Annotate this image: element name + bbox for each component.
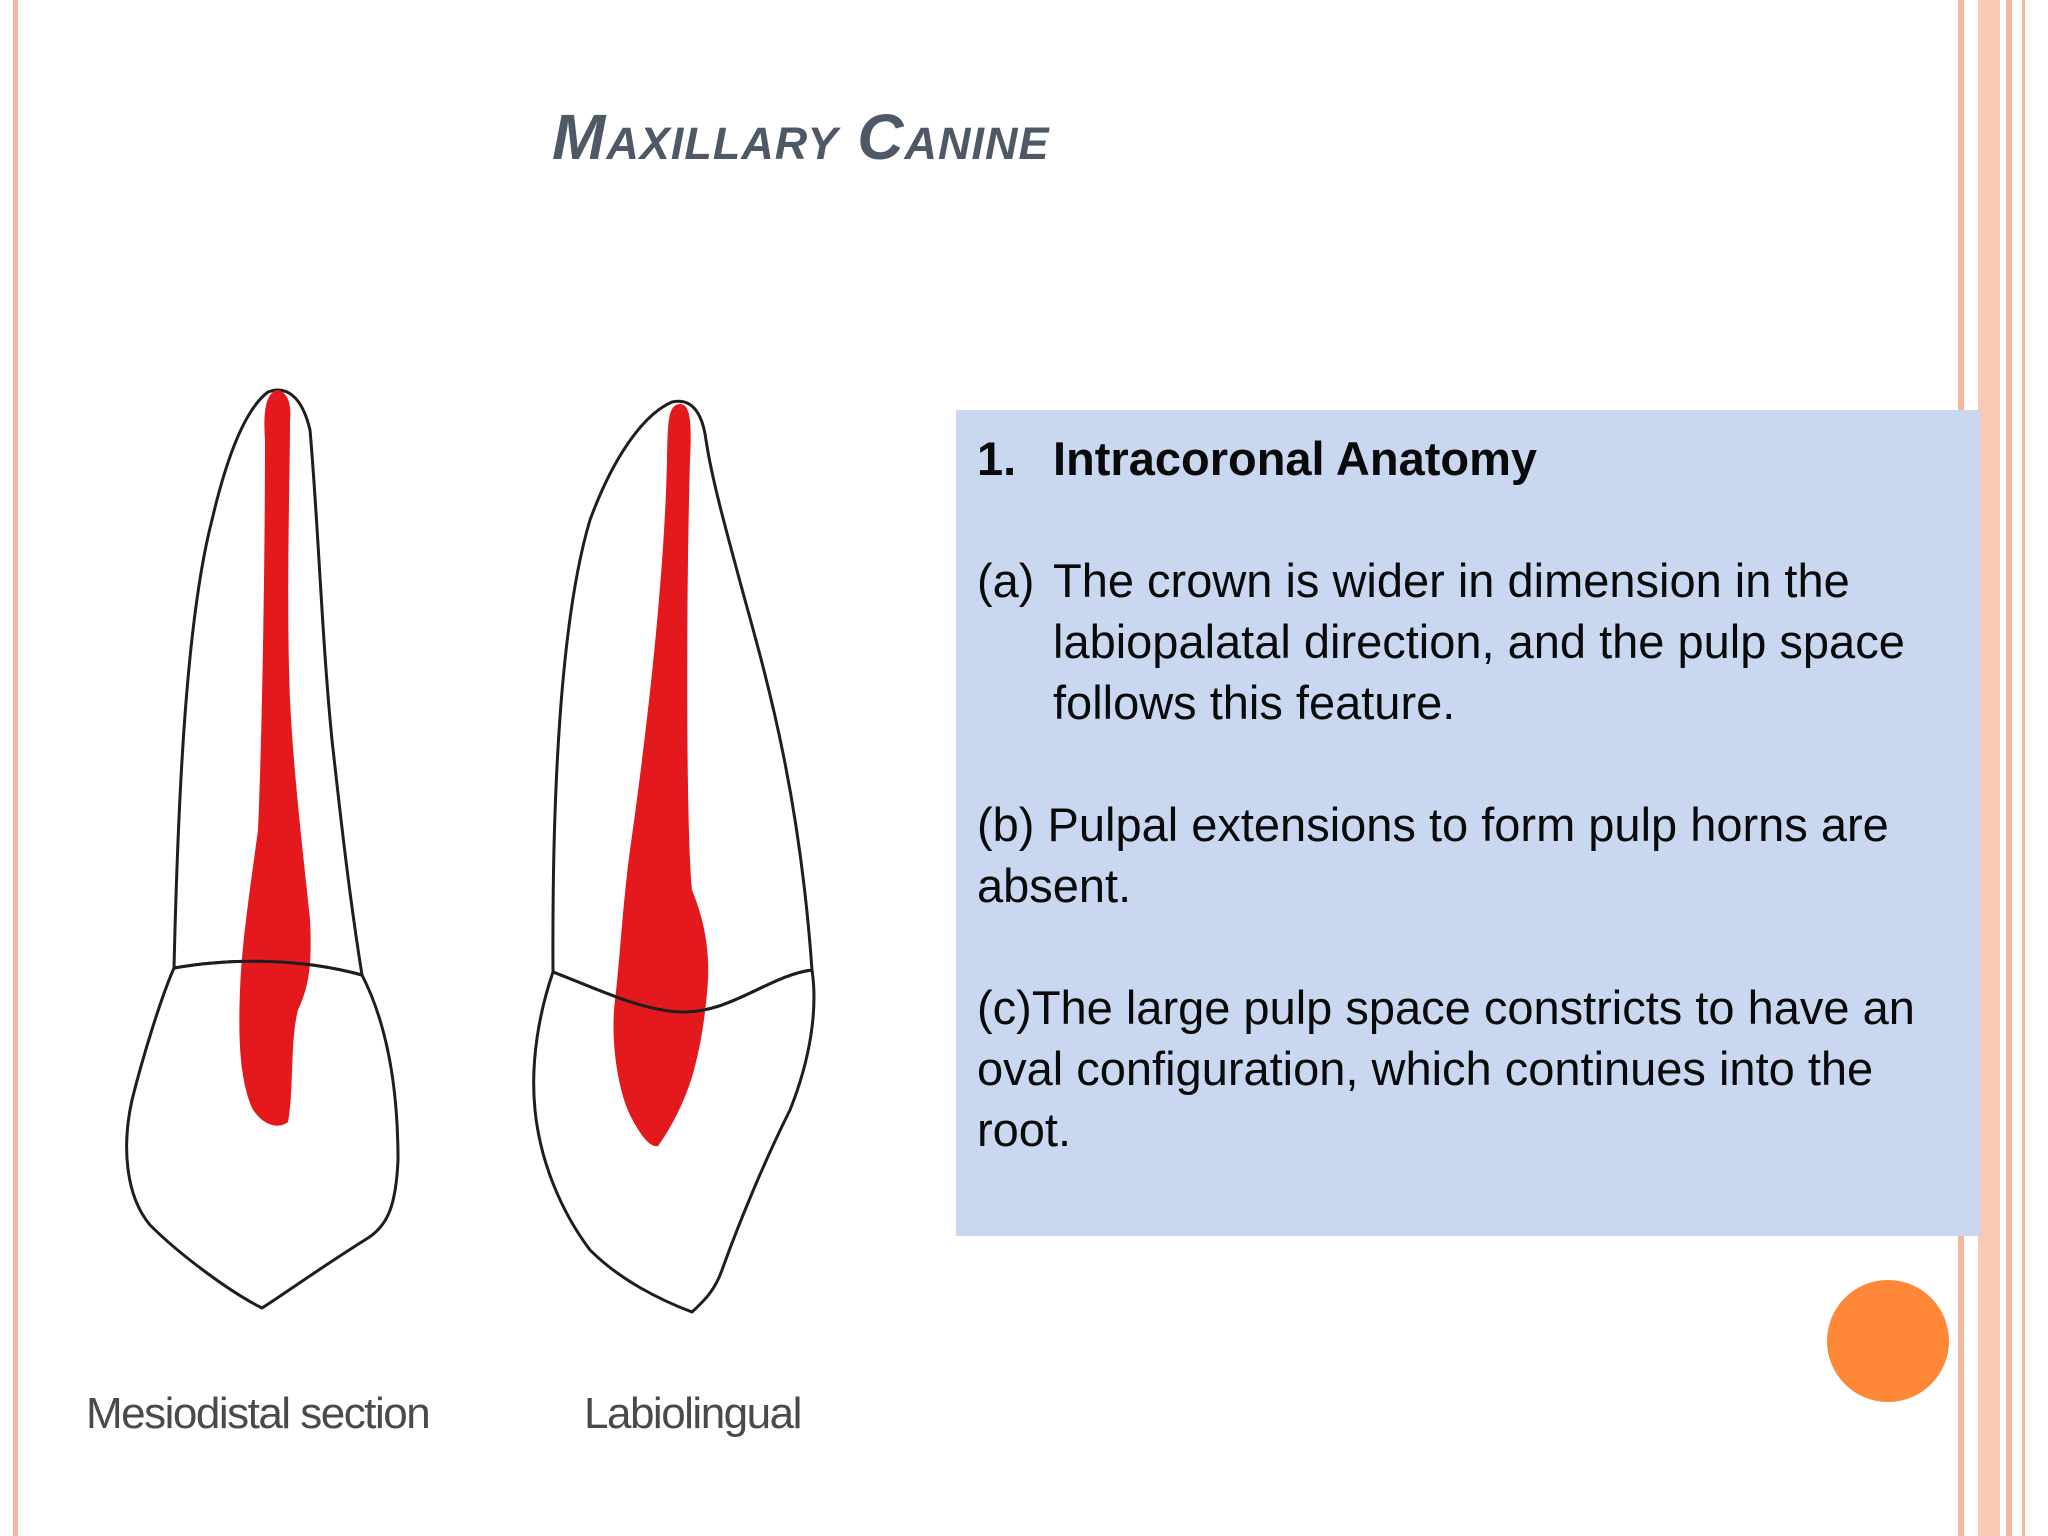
- content-box: 1. Intracoronal Anatomy (a) The crown is…: [956, 410, 1980, 1236]
- labiolingual-cej-line: [552, 968, 813, 1014]
- point-b-label: (b): [977, 798, 1035, 851]
- numbered-heading: 1. Intracoronal Anatomy: [977, 428, 1960, 489]
- point-c-text: The large pulp space constricts to have …: [977, 981, 1915, 1156]
- point-c: (c)The large pulp space constricts to ha…: [977, 977, 1960, 1160]
- right-border-thin-3: [2022, 0, 2025, 1536]
- orange-accent-dot: [1827, 1280, 1949, 1402]
- section-heading: Intracoronal Anatomy: [1053, 432, 1537, 485]
- right-border-band: [1978, 0, 2000, 1536]
- right-border-thin-2: [2006, 0, 2012, 1536]
- point-a: (a) The crown is wider in dimension in t…: [977, 550, 1960, 733]
- mesiodistal-pulp: [239, 390, 311, 1126]
- point-b-text: Pulpal extensions to form pulp horns are…: [977, 798, 1889, 912]
- labiolingual-root-outline: [551, 399, 814, 973]
- item-number: 1.: [977, 432, 1017, 485]
- point-b: (b) Pulpal extensions to form pulp horns…: [977, 794, 1960, 916]
- point-a-label: (a): [977, 554, 1035, 607]
- caption-mesiodistal: Mesiodistal section: [86, 1389, 429, 1438]
- mesiodistal-root-outline: [172, 388, 364, 976]
- left-border: [13, 0, 18, 1536]
- point-a-text: The crown is wider in dimension in the l…: [1053, 554, 1905, 729]
- point-c-label: (c): [977, 981, 1032, 1034]
- mesiodistal-crown-outline: [125, 959, 400, 1310]
- slide-title: Maxillary Canine: [552, 101, 1050, 173]
- labiolingual-pulp: [613, 404, 709, 1147]
- mesiodistal-cej-line: [173, 959, 363, 977]
- mesiodistal-tooth: [125, 388, 400, 1310]
- caption-labiolingual: Labiolingual: [584, 1389, 801, 1438]
